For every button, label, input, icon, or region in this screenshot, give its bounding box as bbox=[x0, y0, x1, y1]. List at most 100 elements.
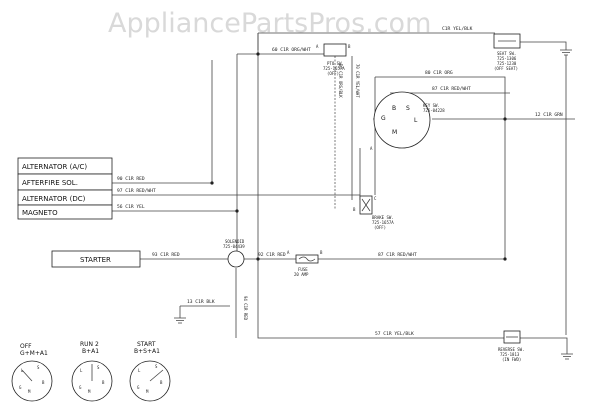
wire-label-60: 60 C1R ORG/WHT bbox=[272, 47, 311, 53]
component-stack: ALTERNATOR (A/C) AFTERFIRE SOL. ALTERNAT… bbox=[17, 157, 113, 220]
wire-label-80: 80 C1R ORG bbox=[425, 70, 453, 76]
wire-13 bbox=[179, 305, 230, 318]
wire-label-97: 97 C1R RED/WHT bbox=[117, 188, 156, 194]
brake-terminal-b: B bbox=[353, 207, 356, 212]
starter-label: STARTER bbox=[80, 256, 111, 264]
wire-57 bbox=[257, 33, 504, 339]
fuse-terminal-a: A bbox=[287, 250, 290, 255]
seat-switch-label: SEAT SW. bbox=[497, 51, 516, 56]
key-position-title: RUN 2 bbox=[80, 341, 99, 348]
pto-switch-label: PTO SW. bbox=[327, 61, 344, 66]
brake-switch-part: 725-1657A bbox=[372, 220, 394, 225]
wire-label-94: 94 C1R RED bbox=[243, 296, 248, 321]
key-position-sub: B+S+A1 bbox=[134, 348, 160, 355]
brake-terminal-c: C bbox=[374, 196, 377, 201]
fuse-element bbox=[298, 256, 316, 262]
dial-letter-b: B bbox=[102, 380, 105, 385]
seat-switch-state: (OFF SEAT) bbox=[494, 66, 518, 71]
junction-dot bbox=[256, 257, 260, 261]
reverse-switch-state: (IN FWD) bbox=[502, 357, 521, 362]
dial-letter-g: G bbox=[19, 385, 22, 390]
pto-switch-symbol bbox=[323, 43, 347, 57]
dial-letter-b: B bbox=[42, 380, 45, 385]
pto-switch-state: (OFF) bbox=[327, 71, 339, 76]
wire-label-87-bottom: 87 C1R RED/WHT bbox=[378, 252, 417, 258]
key-terminal-a: A bbox=[370, 146, 373, 151]
dial-letter-m: M bbox=[146, 389, 149, 394]
solenoid-label: SOLENOID bbox=[225, 239, 245, 244]
dial-letter-b: B bbox=[160, 380, 163, 385]
reverse-switch-part: 725-1813 bbox=[500, 352, 520, 357]
dial-letter-l: L bbox=[80, 368, 83, 373]
junction-dot bbox=[210, 181, 214, 185]
ground-symbol-reverse bbox=[561, 353, 573, 360]
key-terminal-b: B bbox=[392, 105, 396, 112]
dial-letter-g: G bbox=[79, 385, 82, 390]
ground-symbol-seat bbox=[560, 49, 572, 56]
dial-letter-s: S bbox=[155, 364, 158, 369]
seat-switch-part-2: 725-1230 bbox=[497, 61, 517, 66]
junction-dot bbox=[235, 209, 239, 213]
seat-switch-part-1: 725-1306 bbox=[497, 56, 517, 61]
fuse-label: FUSE bbox=[298, 267, 308, 272]
wire-reverse-ground bbox=[520, 337, 568, 354]
junction-dot bbox=[503, 117, 507, 121]
wire-label-90: 90 C1R RED bbox=[117, 176, 145, 182]
brake-switch-contact bbox=[361, 198, 371, 212]
key-terminal-l: L bbox=[414, 117, 418, 124]
key-position-off: OFF G+M+A1 L S B M G bbox=[11, 343, 53, 402]
key-dial-off bbox=[11, 360, 53, 402]
wire-label-13: 13 C1R BLK bbox=[187, 299, 215, 305]
alternator-dc-label: ALTERNATOR (DC) bbox=[22, 195, 86, 203]
wire-80 bbox=[375, 76, 506, 260]
wire-label-12: 12 C1R GRN bbox=[535, 112, 563, 118]
dial-letter-g: G bbox=[137, 385, 140, 390]
junction-dot bbox=[256, 52, 260, 56]
brake-switch-state: (OFF) bbox=[374, 225, 386, 230]
afterfire-label: AFTERFIRE SOL. bbox=[22, 179, 78, 187]
key-terminal-g: G bbox=[381, 115, 386, 122]
key-pointer-off bbox=[21, 369, 33, 382]
dial-letter-m: M bbox=[88, 389, 91, 394]
dial-letter-s: S bbox=[37, 365, 40, 370]
reverse-switch-label: REVERSE SW. bbox=[498, 347, 525, 352]
fuse-rating: 20 AMP bbox=[294, 272, 309, 277]
wire-label-yelblk-top: C1R YEL/BLK bbox=[442, 26, 473, 32]
solenoid-part: 725-04439 bbox=[223, 244, 245, 249]
magneto-label: MAGNETO bbox=[22, 209, 58, 217]
dial-letter-m: M bbox=[28, 389, 31, 394]
junction-dot bbox=[503, 257, 507, 261]
key-switch-part: 725-04228 bbox=[423, 108, 445, 113]
wire-label-org-vertical: 80 C1R ORG/BLK bbox=[338, 64, 343, 98]
watermark: AppliancePartsPros.com bbox=[108, 8, 431, 39]
alternator-ac-label: ALTERNATOR (A/C) bbox=[22, 163, 87, 171]
magneto-box bbox=[17, 204, 113, 220]
key-position-sub: G+M+A1 bbox=[20, 350, 48, 357]
key-pointer-start bbox=[149, 369, 164, 382]
wire-label-87-top: 87 C1R RED/WHT bbox=[432, 86, 471, 92]
wire-label-56: 56 C1R YEL bbox=[117, 204, 145, 210]
pto-terminal-a: A bbox=[316, 44, 319, 49]
pto-terminal-b: B bbox=[348, 44, 351, 49]
key-position-title: OFF bbox=[20, 343, 32, 350]
wire-label-93: 93 C1R RED bbox=[152, 252, 180, 258]
key-position-start: START B+S+A1 L S B M G bbox=[129, 341, 171, 402]
dial-letter-l: L bbox=[21, 368, 24, 373]
brake-switch-label: BRAKE SW. bbox=[372, 215, 394, 220]
dial-letter-s: S bbox=[97, 365, 100, 370]
wire-seat-ground bbox=[520, 41, 567, 50]
solenoid-symbol bbox=[227, 250, 245, 268]
key-position-title: START bbox=[137, 341, 156, 348]
key-terminal-m: M bbox=[392, 129, 397, 136]
key-switch-symbol bbox=[373, 91, 431, 149]
fuse-terminal-b: B bbox=[320, 250, 323, 255]
key-position-run: RUN 2 B+A1 L S B M G bbox=[71, 341, 113, 402]
key-switch-label: KEY SW. bbox=[423, 103, 440, 108]
dial-letter-l: L bbox=[138, 368, 141, 373]
wire-label-57: 57 C1R YEL/BLK bbox=[375, 331, 414, 337]
starter-box bbox=[51, 250, 141, 268]
pto-switch-part: 725-1657A bbox=[323, 66, 345, 71]
wire-label-pto-vertical: 70 C1R YEL/WHT bbox=[355, 64, 360, 98]
